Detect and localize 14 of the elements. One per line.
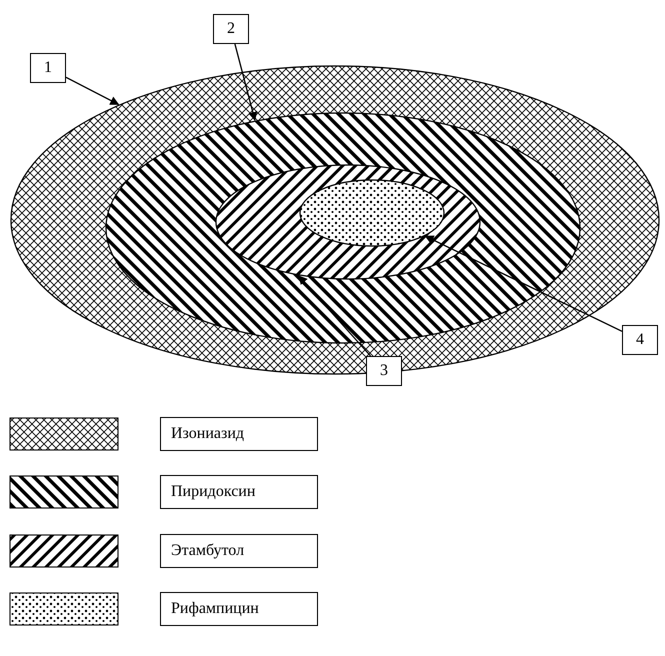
callout-number: 1 (30, 53, 66, 83)
tablet-layer (299, 179, 445, 247)
callout-number: 3 (366, 356, 402, 386)
leader-line (234, 44, 258, 122)
legend-label: Рифампицин (160, 592, 318, 626)
tablet-layer (215, 164, 481, 280)
tablet-layer (105, 112, 581, 344)
legend-label: Этамбутол (160, 534, 318, 568)
leader-line (66, 76, 120, 105)
callout-number: 2 (213, 14, 249, 44)
legend-label: Пиридоксин (160, 475, 318, 509)
callout-number: 4 (622, 325, 658, 355)
leader-line (424, 236, 622, 332)
legend-label: Изониазид (160, 417, 318, 451)
